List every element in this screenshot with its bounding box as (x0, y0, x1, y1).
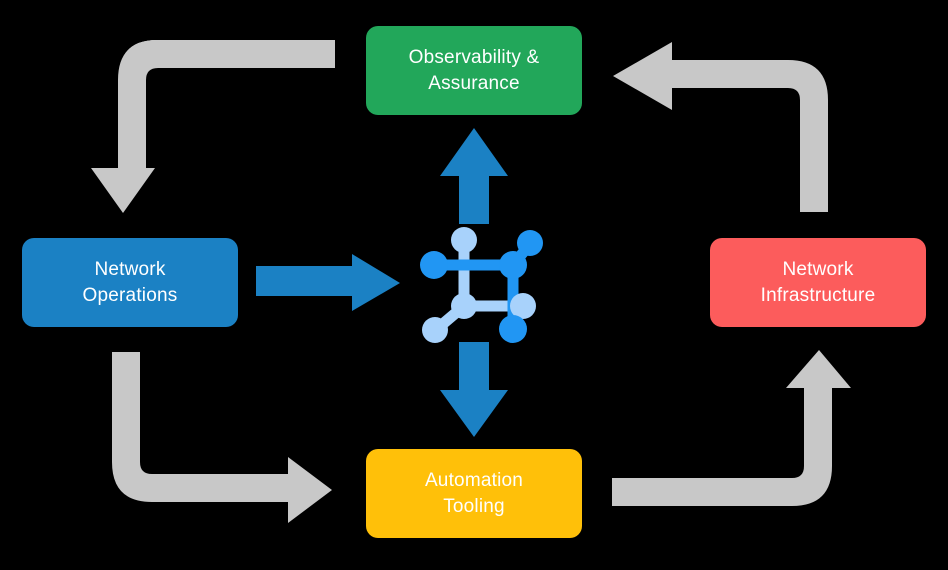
arrow-operations-to-automation (112, 352, 332, 523)
arrow-observability-to-operations (91, 40, 335, 213)
node-network-operations[interactable]: Network Operations (22, 238, 238, 327)
node-network-infrastructure[interactable]: Network Infrastructure (710, 238, 926, 327)
arrow-right-to-center (256, 254, 400, 311)
arrow-infrastructure-to-observability (613, 42, 828, 212)
arrow-up-to-observability (440, 128, 508, 224)
node-automation-tooling[interactable]: Automation Tooling (366, 449, 582, 538)
network-topology-icon (420, 227, 543, 343)
arrow-down-to-automation (440, 342, 508, 437)
node-observability-assurance[interactable]: Observability & Assurance (366, 26, 582, 115)
arrow-automation-to-infrastructure (612, 350, 851, 506)
